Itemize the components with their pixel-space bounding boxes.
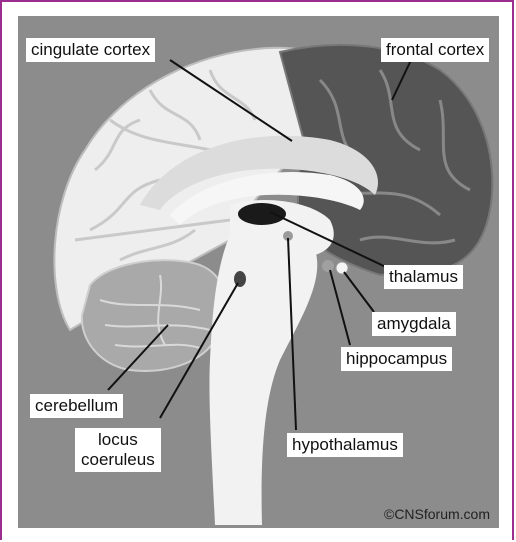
label-cerebellum: cerebellum bbox=[30, 394, 123, 418]
label-cingulate-cortex: cingulate cortex bbox=[26, 38, 155, 62]
copyright-notice: ©CNSforum.com bbox=[384, 506, 490, 522]
cerebellum-region bbox=[82, 260, 225, 371]
label-thalamus: thalamus bbox=[384, 265, 463, 289]
locus-coeruleus-structure bbox=[234, 271, 246, 287]
label-frontal-cortex: frontal cortex bbox=[381, 38, 489, 62]
amygdala-structure bbox=[336, 262, 348, 274]
label-locus-coeruleus: locus coeruleus bbox=[75, 428, 161, 472]
thalamus-structure bbox=[238, 203, 286, 225]
label-locus-coeruleus-line1: locus bbox=[81, 430, 155, 450]
label-amygdala: amygdala bbox=[372, 312, 456, 336]
brainstem bbox=[209, 221, 317, 525]
label-hippocampus: hippocampus bbox=[341, 347, 452, 371]
label-locus-coeruleus-line2: coeruleus bbox=[81, 450, 155, 470]
label-hypothalamus: hypothalamus bbox=[287, 433, 403, 457]
hippocampus-structure bbox=[322, 260, 334, 272]
